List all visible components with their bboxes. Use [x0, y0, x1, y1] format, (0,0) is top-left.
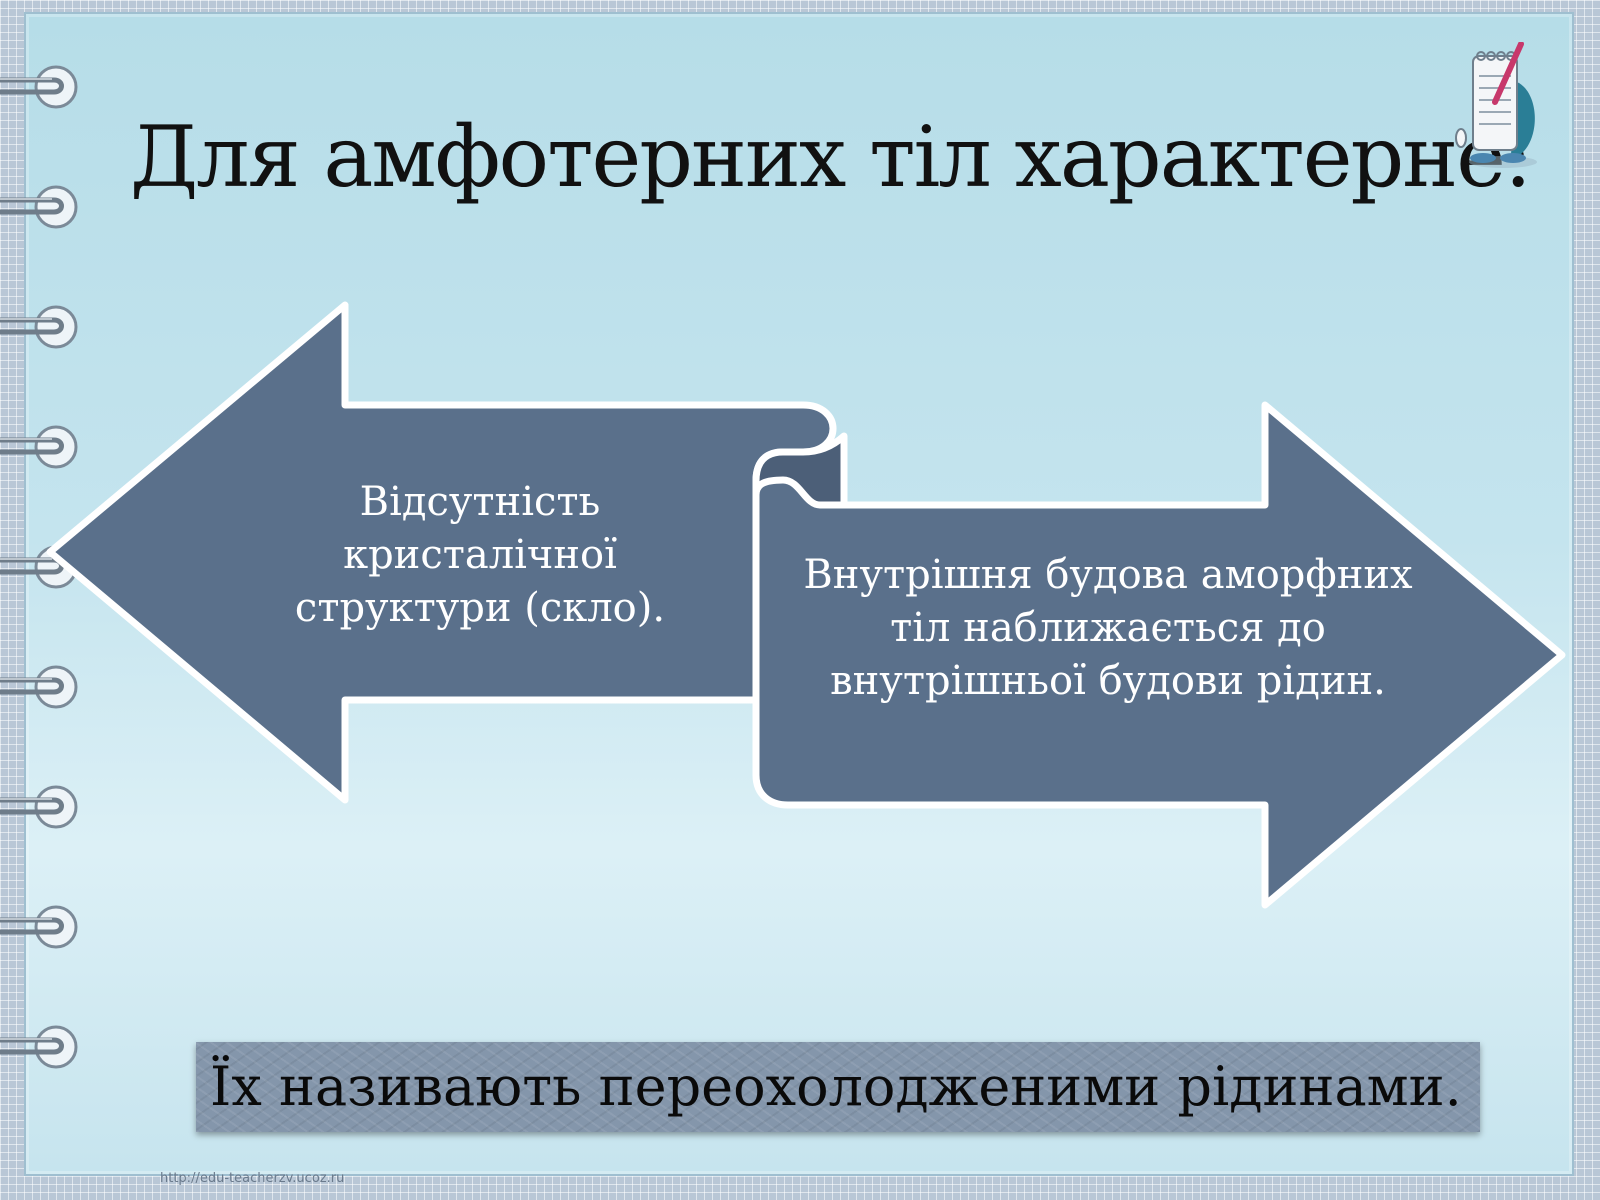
conclusion-text: Їх називають переохолодженими рідинами.: [210, 1055, 1462, 1118]
binder-ring-icon: [0, 662, 82, 712]
notepad-mascot-icon: [1455, 42, 1537, 168]
conclusion-banner: Їх називають переохолодженими рідинами.: [196, 1042, 1480, 1132]
binder-ring-icon: [0, 182, 82, 232]
footer-url: http://edu-teacherzv.ucoz.ru: [160, 1171, 345, 1186]
binder-rings: [0, 0, 90, 1200]
left-arrow-text: Відсутність кристалічної структури (скло…: [294, 479, 666, 631]
right-arrow: [752, 401, 1566, 909]
binder-ring-icon: [0, 902, 82, 952]
binder-ring-icon: [0, 1022, 82, 1072]
right-arrow-text: Внутрішня будова аморфних тіл наближаєть…: [803, 552, 1413, 704]
binder-ring-icon: [0, 422, 82, 472]
binder-ring-icon: [0, 782, 82, 832]
binder-ring-icon: [0, 302, 82, 352]
binder-ring-icon: [0, 62, 82, 112]
slide-title: Для амфотерних тіл характерне:: [130, 108, 1532, 206]
